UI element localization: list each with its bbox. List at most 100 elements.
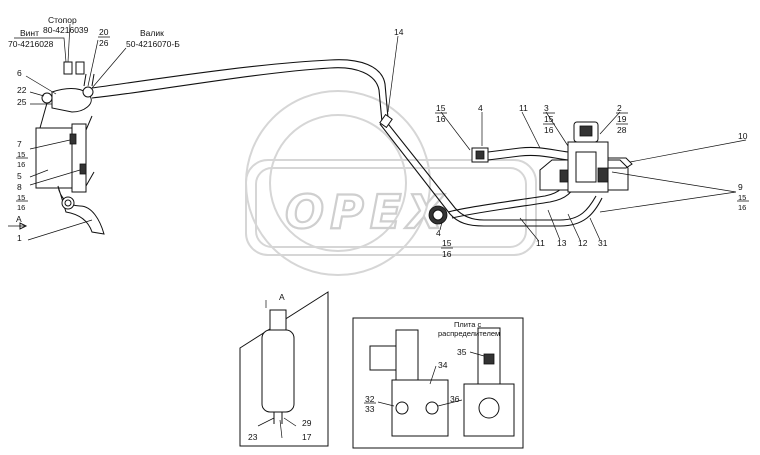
callout-3: 3 [544,103,549,113]
callout-22: 22 [17,85,27,95]
leader-31 [589,217,601,241]
callout-11b: 11 [536,238,545,248]
callout-36: 36 [450,394,460,404]
leader-valik [91,47,127,89]
pipe-fitting4-upper [487,146,569,153]
leader-6 [25,75,57,95]
fitting-4-upper-nut [475,150,485,160]
callout-10: 10 [738,131,748,141]
leader-11b [519,217,539,241]
callout-16f: 16 [442,249,452,259]
callout-34: 34 [438,360,448,370]
callout-20: 20 [99,27,109,37]
fitting-8 [79,163,87,175]
label-valik-code: 50-4216070-Б [126,39,180,49]
callout-15f: 15 [442,238,452,248]
connector-20 [82,86,94,98]
inset-a-cylinder [261,329,295,413]
valve-lever-10 [608,157,633,169]
leader-3 [545,111,569,147]
callout-underlines [16,36,749,404]
label-stopor-name: Стопор [48,15,77,25]
pipe-fitting4-lower [487,154,569,161]
inset-valve-title-1: Плита с [454,320,482,329]
leader-14 [387,35,399,113]
callout-16d: 16 [544,125,554,135]
labels: Стопор 80-4216039 Винт 70-4216028 Валик … [8,15,748,442]
inset-valve-plate [352,317,524,449]
label-vint-name: Винт [20,28,39,38]
callout-19: 19 [617,114,627,124]
callout-23: 23 [248,432,258,442]
callout-16b: 16 [17,203,25,212]
eye-1-inner [64,199,72,207]
leader-2 [599,111,621,135]
watermark-frame-inner [255,167,527,248]
callout-2: 2 [617,103,622,113]
fittings [379,113,489,225]
leader-vint [14,37,67,63]
callout-15b: 15 [17,193,25,202]
pipe-lower-31 [559,197,603,227]
leader-22 [29,91,45,97]
callout-6: 6 [17,68,22,78]
callout-9: 9 [738,182,743,192]
label-stopor-code: 80-4216039 [43,25,89,35]
watermark: OPEX [245,90,537,276]
inset-valve-title-2: распределителем [438,329,500,338]
leader-7 [29,139,71,150]
link-22 [39,102,48,129]
solenoid-cap [579,125,593,137]
callout-14: 14 [394,27,404,37]
part-vint [63,61,73,75]
inset-valve-left-spool [395,329,419,381]
leader-1 [27,219,93,241]
callout-8: 8 [17,182,22,192]
watermark-frame-outer [245,159,537,256]
mount-bracket-1 [57,185,105,235]
fitting-4-lower-inner [432,209,444,221]
pipe-top-upper [91,59,389,119]
callout-11a: 11 [519,103,528,113]
callout-25: 25 [17,97,27,107]
inset-valve-right-plate [463,383,515,437]
leader-4b [439,221,443,231]
callout-15a: 15 [17,150,25,159]
leader-15a [440,111,471,151]
inset-a-leaders [257,417,297,439]
callout-26: 26 [99,38,109,48]
underline-strokes [16,36,749,404]
callout-33: 33 [365,404,375,414]
leader-lines [8,23,747,241]
label-valik-name: Валик [140,28,164,38]
clamp-14 [379,113,393,129]
leader-9 [599,171,737,213]
callout-35: 35 [457,347,467,357]
callout-5: 5 [17,171,22,181]
callout-17: 17 [302,432,312,442]
callout-16e: 16 [738,203,746,212]
leader-11a [521,111,541,149]
watermark-gear-inner [269,114,407,252]
part-stopor [75,61,85,75]
inset-valve-port-36 [425,401,439,415]
inset-valve-left-coil [369,345,397,371]
inset-view-a [239,291,329,447]
inset-valve-frame [352,317,524,449]
leader-20 [87,39,99,87]
inset-valve-left-port-a [395,401,409,415]
callout-16a: 16 [17,160,25,169]
valve-port [597,167,609,183]
callout-29: 29 [302,418,312,428]
valve-port-left [559,169,569,183]
inset-a-title: А [279,292,285,302]
callout-15c: 15 [436,103,446,113]
pipe-lower-12 [559,195,597,221]
callout-4a: 4 [478,103,483,113]
valve-face [575,151,597,183]
leader-8 [29,169,81,186]
inset-a-rod-bottom [273,412,283,424]
callout-28: 28 [617,125,627,135]
callout-12: 12 [578,238,588,248]
inset-a-frame [239,291,329,447]
